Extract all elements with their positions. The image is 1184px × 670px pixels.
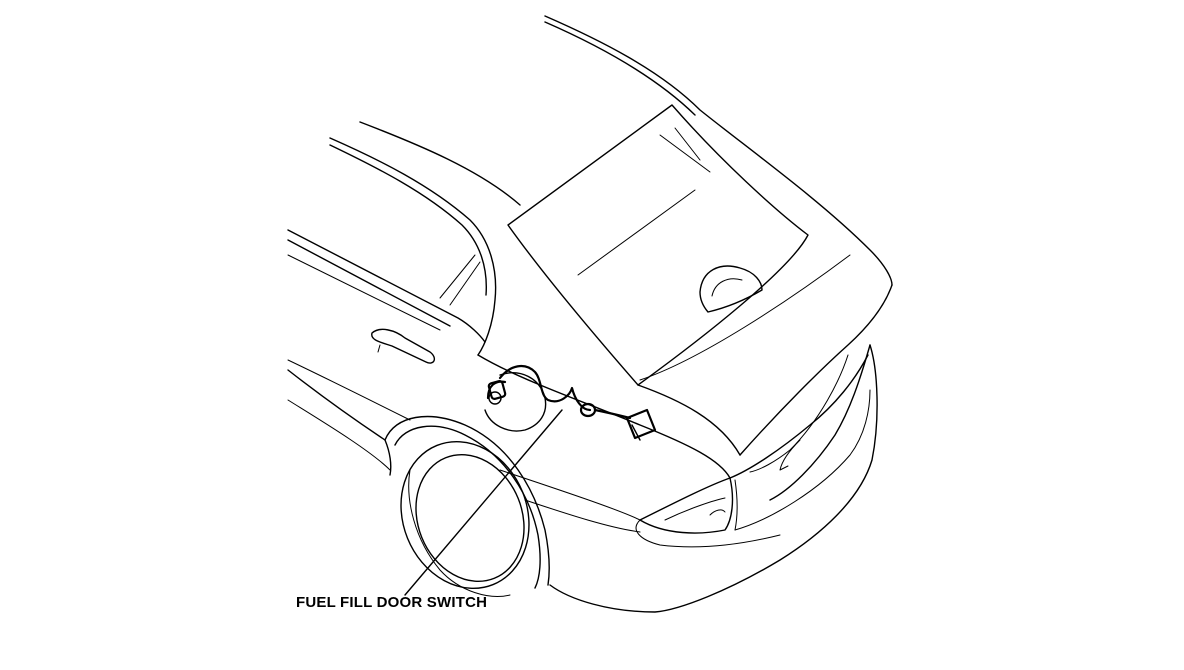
rear-window [507, 104, 809, 386]
rear-bumper [549, 344, 878, 613]
trunk-lid [637, 254, 893, 501]
fuel-fill-door [484, 372, 547, 432]
rear-door [287, 121, 521, 471]
fuel-fill-door-switch-label: FUEL FILL DOOR SWITCH [296, 594, 488, 611]
roof-outline [544, 15, 893, 286]
rear-wheel [384, 415, 550, 597]
fuel-fill-door-switch-harness [498, 364, 657, 441]
callout-leader-line [404, 409, 563, 596]
tail-light-left [639, 477, 734, 534]
lower-body [287, 354, 731, 533]
